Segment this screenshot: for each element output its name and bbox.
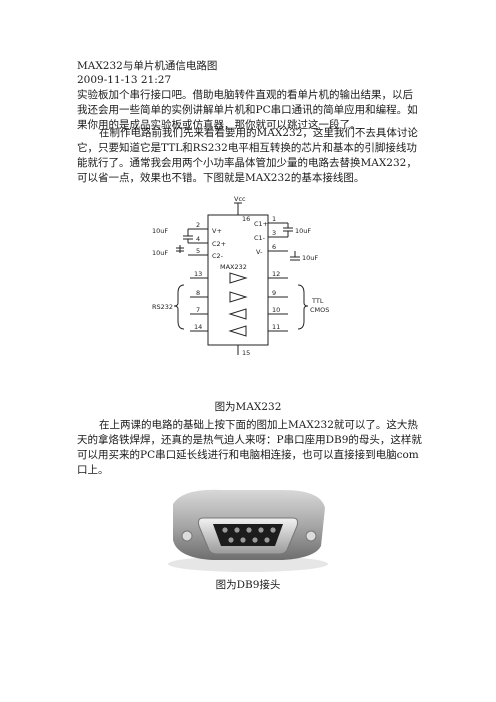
figure-caption-db9: 图为DB9接头 <box>215 579 281 591</box>
pin-right-6: 10 <box>272 306 280 314</box>
pin-left-3: 5 <box>196 247 200 255</box>
pin-right-1: 1 <box>272 215 276 223</box>
paragraph-intro: 实验板加个串行接口吧。借助电脑转件直观的看单片机的输出结果，以后我还会用一些简单… <box>77 89 418 131</box>
pin-right-3: 6 <box>272 243 276 251</box>
cmos-label: CMOS <box>310 306 329 314</box>
pin-right-4: 12 <box>272 270 280 278</box>
pin-c1plus-label: C1+ <box>254 220 268 228</box>
pin-right-5: 9 <box>272 289 276 297</box>
pin-left-2: 4 <box>196 235 200 243</box>
pin-vplus-label: V+ <box>212 227 222 235</box>
max232-schematic: Vcc 16 15 MAX232 10uF 10uF 10uF 10uF V+ … <box>152 195 329 357</box>
pin-left-1: 2 <box>196 221 200 229</box>
pin-c2plus-label: C2+ <box>212 240 226 248</box>
chip-label: MAX232 <box>220 263 247 271</box>
pin-c1minus-label: C1- <box>254 234 266 242</box>
article-title: MAX232与单片机通信电路图 <box>77 60 218 72</box>
cap-left-top-label: 10uF <box>152 227 168 235</box>
vcc-label: Vcc <box>234 195 246 203</box>
figure-caption-max232: 图为MAX232 <box>214 401 282 413</box>
post-datetime: 2009-11-13 21:27 <box>77 74 172 86</box>
pin-15-label: 15 <box>242 349 250 357</box>
cap-left-bottom-label: 10uF <box>152 249 168 257</box>
cap-right-top-label: 10uF <box>295 227 311 235</box>
paragraph-max232: 在制作电路前我们先来看看要用的MAX232，这里我们不去具体讨论它，只要知道它是… <box>77 127 418 184</box>
paragraph-db9: 在上两课的电路的基础上按下面的图加上MAX232就可以了。这大热天的拿烙铁焊焊，… <box>77 419 422 476</box>
ttl-label: TTL <box>311 297 324 305</box>
rs232-label: RS232 <box>152 303 173 311</box>
pin-16-label: 16 <box>242 215 250 223</box>
pin-left-6: 7 <box>196 306 200 314</box>
pin-c2minus-label: C2- <box>212 252 224 260</box>
cap-right-bottom-label: 10uF <box>302 254 318 262</box>
pin-right-7: 11 <box>272 323 280 331</box>
pin-vminus-label: V- <box>256 248 263 256</box>
db9-connector-image <box>168 489 328 572</box>
pin-left-7: 14 <box>194 323 202 331</box>
pin-left-5: 8 <box>196 289 200 297</box>
pin-right-2: 3 <box>272 229 276 237</box>
pin-left-4: 13 <box>194 270 202 278</box>
